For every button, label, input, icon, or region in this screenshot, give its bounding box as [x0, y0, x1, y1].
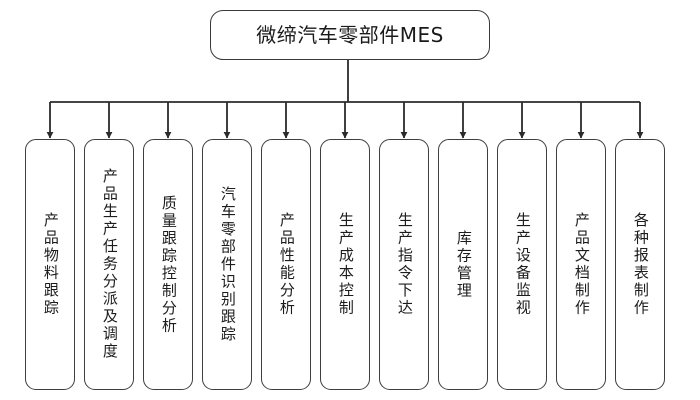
leaf-node-label: 产品物料跟踪	[41, 212, 60, 317]
leaf-node-label: 生产成本控制	[336, 212, 355, 317]
leaf-node-4[interactable]: 汽车零部件识别跟踪	[202, 139, 252, 390]
arrowhead-icon	[164, 132, 172, 139]
leaf-node-label: 生产指令下达	[395, 212, 414, 317]
leaf-node-label: 各种报表制作	[631, 212, 650, 317]
leaf-node-11[interactable]: 各种报表制作	[615, 139, 665, 390]
leaf-node-label: 汽车零部件识别跟踪	[218, 185, 237, 344]
leaf-node-9[interactable]: 生产设备监视	[497, 139, 547, 390]
leaf-node-6[interactable]: 生产成本控制	[320, 139, 370, 390]
root-node-label: 微缔汽车零部件MES	[256, 23, 444, 47]
leaf-node-label: 生产设备监视	[513, 212, 532, 317]
leaf-node-label: 产品生产任务分派及调度	[100, 168, 119, 361]
leaf-node-10[interactable]: 产品文档制作	[556, 139, 606, 390]
leaf-node-3[interactable]: 质量跟踪控制分析	[143, 139, 193, 390]
arrowhead-icon	[341, 132, 349, 139]
arrowhead-icon	[636, 132, 644, 139]
arrowhead-icon	[518, 132, 526, 139]
arrowhead-icon	[400, 132, 408, 139]
leaf-node-8[interactable]: 库存管理	[438, 139, 488, 390]
leaf-node-5[interactable]: 产品性能分析	[261, 139, 311, 390]
leaf-node-2[interactable]: 产品生产任务分派及调度	[84, 139, 134, 390]
leaf-node-label: 质量跟踪控制分析	[159, 194, 178, 335]
arrowhead-icon	[223, 132, 231, 139]
root-node-mes[interactable]: 微缔汽车零部件MES	[210, 10, 490, 60]
leaf-node-label: 产品文档制作	[572, 212, 591, 317]
arrowhead-icon	[459, 132, 467, 139]
leaf-node-label: 库存管理	[454, 229, 473, 300]
arrowhead-icon	[282, 132, 290, 139]
arrowhead-icon	[46, 132, 54, 139]
leaf-node-7[interactable]: 生产指令下达	[379, 139, 429, 390]
arrowhead-icon	[577, 132, 585, 139]
leaf-node-label: 产品性能分析	[277, 212, 296, 317]
arrowhead-icon	[105, 132, 113, 139]
leaf-node-1[interactable]: 产品物料跟踪	[25, 139, 75, 390]
